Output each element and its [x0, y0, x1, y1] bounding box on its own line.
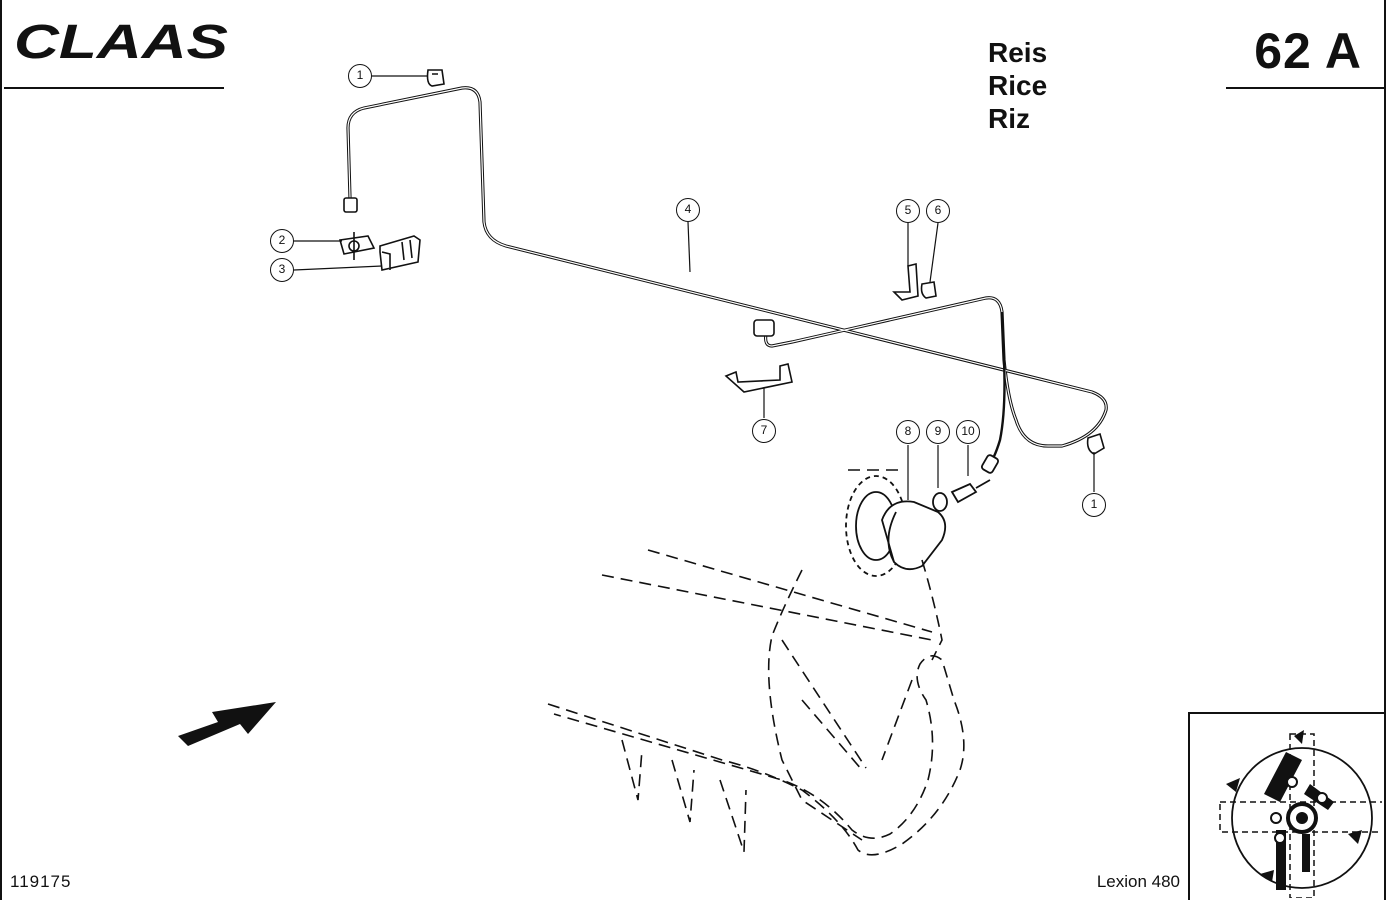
bracket-7: [724, 363, 793, 393]
callout-10: 10: [956, 420, 980, 444]
bracket-5-clamp-6: [892, 262, 937, 301]
title-de: Reis: [988, 37, 1048, 68]
callout-2: 2: [270, 229, 294, 253]
claas-logo: CLAAS: [14, 18, 228, 64]
sensor-2-bracket-3: [338, 232, 421, 271]
title-fr: Riz: [988, 103, 1030, 134]
clamp-1-top: [426, 69, 445, 87]
header-rule-left: [4, 87, 224, 89]
sensor-8-nut-9-bolt-10: [845, 454, 999, 577]
machine-outline: [547, 469, 965, 856]
title-en: Rice: [988, 70, 1048, 101]
callout-1-right: 1: [1082, 493, 1106, 517]
tube-4: [346, 86, 1108, 448]
direction-arrow-icon: [178, 702, 276, 746]
callout-8: 8: [896, 420, 920, 444]
callout-4: 4: [676, 198, 700, 222]
page-number: 62 A: [1254, 23, 1362, 79]
rotation-view-icon: [1219, 730, 1385, 899]
title-block: Reis Rice Riz: [988, 36, 1047, 135]
callout-1-top: 1: [348, 64, 372, 88]
callout-7: 7: [752, 419, 776, 443]
callout-5: 5: [896, 199, 920, 223]
callout-3: 3: [270, 258, 294, 282]
callout-9: 9: [926, 420, 950, 444]
callout-6: 6: [926, 199, 950, 223]
drawing-number: 119175: [10, 872, 72, 891]
orientation-inset: [1188, 712, 1385, 900]
header-rule-right: [1226, 87, 1384, 89]
clamp-1-right: [1086, 432, 1105, 455]
model-name: Lexion 480: [1096, 872, 1180, 891]
brand-text: CLAAS: [14, 18, 228, 64]
